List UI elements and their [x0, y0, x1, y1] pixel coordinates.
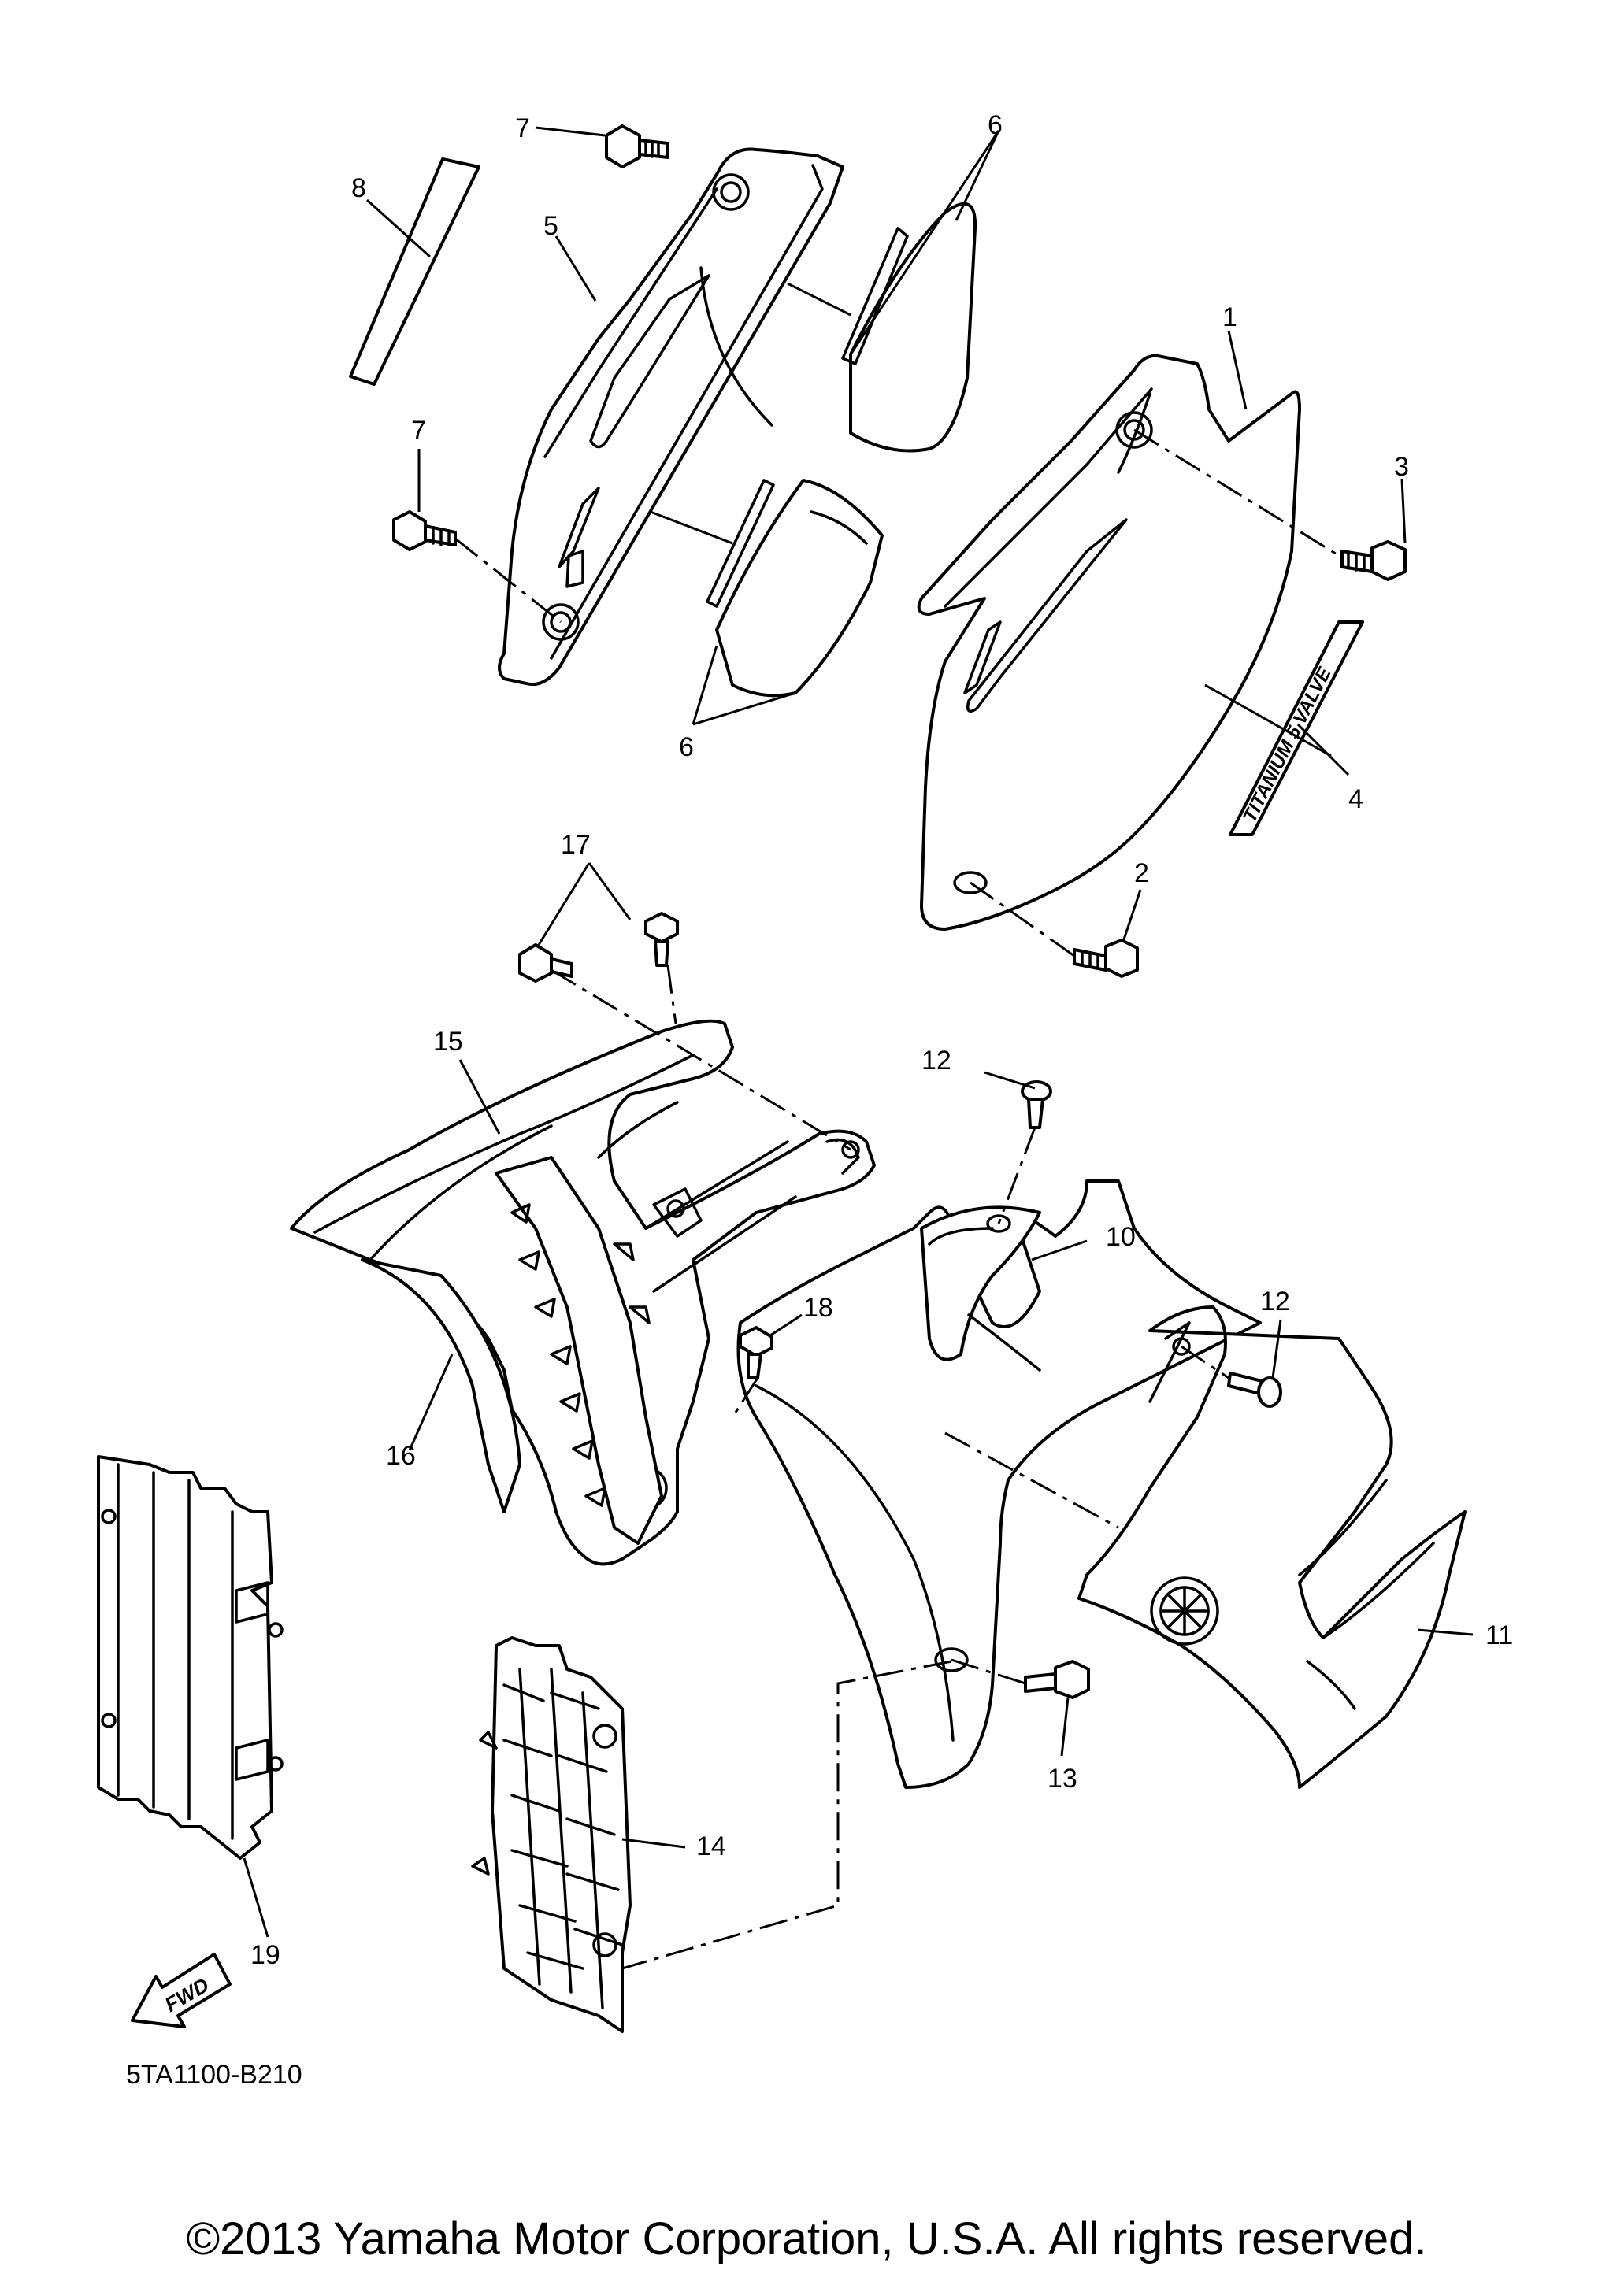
bolt-2	[1073, 939, 1139, 978]
callout-17: 17	[561, 830, 591, 860]
callout-13: 13	[1048, 1764, 1077, 1794]
part-5-left-side-cover	[498, 147, 844, 686]
decal-text: TITANIUM 5 VALVE	[1239, 664, 1336, 826]
alignment-lines	[454, 428, 1343, 1970]
part-1-right-side-cover	[917, 354, 1301, 931]
part-16-inner-shroud	[361, 1156, 663, 1545]
callout-6-upper: 6	[988, 110, 1003, 140]
bolt-17a	[518, 943, 573, 983]
callout-14: 14	[696, 1831, 726, 1861]
bolt-13	[1024, 1660, 1090, 1699]
screw-12b	[1227, 1372, 1282, 1408]
callout-12-lower: 12	[1260, 1287, 1290, 1316]
callout-15: 15	[433, 1027, 463, 1057]
callout-8: 7	[515, 113, 530, 143]
bolt-8	[605, 124, 669, 168]
part-19-radiator-guard	[97, 1455, 284, 1860]
callout-5: 5	[543, 211, 558, 241]
part-11-right-shroud	[1077, 1305, 1467, 1789]
leader-lines	[243, 126, 1474, 1938]
callout-19: 19	[250, 1940, 280, 1970]
bolt-3	[1340, 540, 1407, 581]
callout-12-upper: 12	[921, 1046, 951, 1076]
callout-10: 10	[1106, 1222, 1136, 1252]
callout-3: 3	[1394, 452, 1409, 482]
callout-11: 11	[1485, 1620, 1513, 1650]
callout-4: 4	[1348, 784, 1363, 814]
callout-18: 18	[803, 1293, 833, 1323]
drawing-code: 5TA1100-B210	[126, 2060, 302, 2090]
callout-1: 1	[1222, 302, 1237, 332]
callout-16: 16	[386, 1441, 416, 1471]
bolt-7	[392, 510, 457, 551]
callout-7: 7	[411, 416, 426, 446]
callout-2: 2	[1134, 858, 1149, 888]
callout-6-lower: 6	[679, 732, 694, 762]
part-10-panel	[736, 1179, 1262, 1789]
callout-9: 8	[351, 173, 366, 203]
bolt-18	[739, 1326, 773, 1379]
fwd-arrow: FWD	[131, 1953, 232, 2028]
part-14-radiator-louver	[471, 1636, 632, 2033]
part-9-strip	[349, 157, 480, 386]
part-6-panel-upper	[841, 202, 977, 453]
screw-12a	[1021, 1080, 1052, 1129]
bolt-17b	[644, 912, 679, 967]
callout-labels: 7 8 5 6 7 6 1 3 4 2 17 15 12 10 12 18 16…	[250, 110, 1513, 1970]
part-6-panel-lower	[706, 479, 884, 698]
copyright-notice: ©2013 Yamaha Motor Corporation, U.S.A. A…	[186, 2213, 1427, 2265]
